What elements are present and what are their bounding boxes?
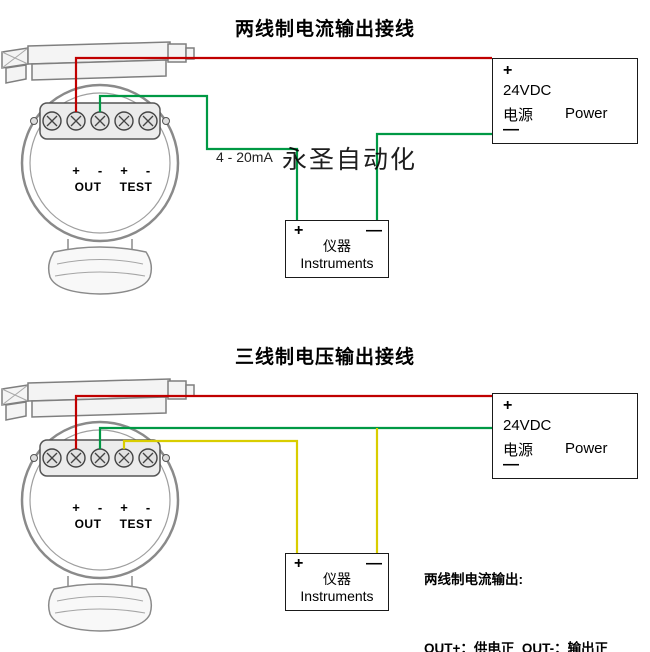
power-plus-terminal-2: + [503, 397, 513, 414]
out-terminal-word: OUT [74, 180, 102, 194]
wire-signal-green-to-instrument [98, 94, 299, 221]
power-label-cn: 电源 [503, 107, 534, 124]
diagram-title-two-wire: 两线制电流输出接线 [234, 19, 415, 40]
power-minus-terminal-2: — [503, 456, 519, 473]
test-terminal-word: TEST [119, 180, 153, 194]
power-voltage-label: 24VDC [503, 82, 552, 99]
out-plus-terminal-label: + [72, 163, 80, 178]
out-terminal-word-2: OUT [74, 517, 102, 531]
test-plus-terminal-label-2: + [120, 500, 128, 515]
power-minus-terminal: — [503, 121, 519, 138]
power-voltage-label-2: 24VDC [503, 417, 552, 434]
instrument-label-cn-2: 仪器 [323, 571, 351, 587]
power-label-en-2: Power [565, 440, 608, 457]
wiring-notes: 两线制电流输出: OUT+：供电正 OUT-：输出正 三线制电压输出: OUT+… [424, 522, 644, 652]
watermark-text: 永圣自动化 [282, 146, 418, 174]
power-label-en: Power [565, 105, 608, 122]
instrument-label-cn: 仪器 [323, 238, 351, 254]
instrument-minus-terminal: — [366, 222, 382, 239]
current-loop-label: 4 - 20mA [216, 149, 273, 165]
power-supply-box-1: + 24VDC 电源 Power — [492, 58, 638, 144]
out-minus-terminal-label-2: - [97, 500, 103, 515]
test-plus-terminal-label: + [120, 163, 128, 178]
test-minus-terminal-label-2: - [145, 500, 151, 515]
out-plus-terminal-label-2: + [72, 500, 80, 515]
instrument-plus-terminal: + [294, 222, 304, 239]
wire-common-green-bottom [98, 426, 492, 449]
wire-signal-green-to-power [375, 132, 492, 220]
power-plus-terminal: + [503, 62, 513, 79]
instrument-box-1: + — 仪器 Instruments [285, 220, 389, 278]
instrument-box-2: + — 仪器 Instruments [285, 553, 389, 611]
out-minus-terminal-label: - [97, 163, 103, 178]
instrument-minus-terminal-2: — [366, 555, 382, 572]
note-two-wire-detail: OUT+：供电正 OUT-：输出正 [424, 641, 609, 652]
instrument-label-en: Instruments [300, 255, 374, 271]
note-two-wire-heading: 两线制电流输出: [424, 572, 523, 587]
wire-supply-red-bottom [74, 394, 492, 449]
instrument-label-en-2: Instruments [300, 588, 374, 604]
instrument-plus-terminal-2: + [294, 555, 304, 572]
wire-output-yellow-to-instrument-plus [122, 439, 299, 554]
test-minus-terminal-label: - [145, 163, 151, 178]
diagram-title-three-wire: 三线制电压输出接线 [234, 347, 415, 368]
power-supply-box-2: + 24VDC 电源 Power — [492, 393, 638, 479]
wire-supply-red-top [74, 56, 492, 112]
power-label-cn-2: 电源 [503, 442, 534, 459]
test-terminal-word-2: TEST [119, 517, 153, 531]
